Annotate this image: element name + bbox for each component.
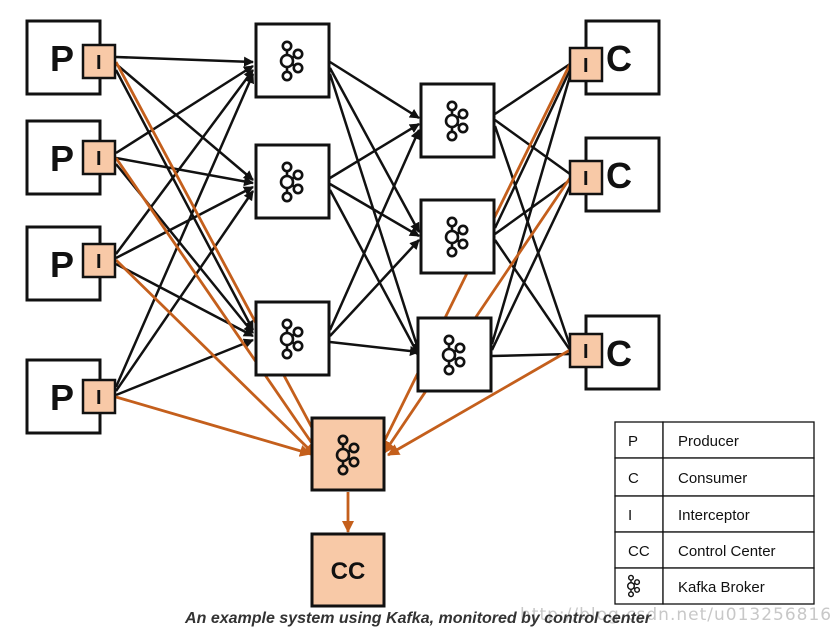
- consumer-1: C I: [568, 19, 661, 96]
- edge-b6-c1: [490, 75, 572, 345]
- legend-key-i: I: [628, 507, 632, 524]
- edge-b4-c1: [494, 62, 571, 116]
- edge-b3-b4: [328, 129, 421, 331]
- diagram-caption: An example system using Kafka, monitored…: [185, 610, 651, 627]
- edge-b1-b6: [328, 73, 422, 353]
- edge-b2-b4: [329, 122, 420, 180]
- consumer-2: C I: [568, 136, 661, 213]
- interceptor-label: I: [96, 387, 102, 409]
- monitor-edge-p3: [115, 259, 316, 456]
- producer-4: P I: [25, 358, 117, 435]
- edge-b3-b6: [329, 340, 420, 356]
- broker-tier1-1: [254, 22, 331, 99]
- producer-label: P: [50, 138, 74, 179]
- consumer-label: C: [606, 155, 632, 196]
- edge-p1-b3: [114, 69, 255, 331]
- control-center: CC: [310, 532, 386, 608]
- legend-desc-kafka-broker: Kafka Broker: [678, 579, 765, 596]
- broker-tier2-2: [419, 198, 496, 275]
- legend-key-c: C: [628, 470, 639, 487]
- edge-b5-c1: [493, 69, 572, 229]
- edge-p3-b1: [114, 69, 255, 255]
- monitor-edge-c3: [387, 348, 571, 457]
- broker-tier2-3: [416, 316, 493, 393]
- consumer-label: C: [606, 333, 632, 374]
- edge-b3-b5: [329, 239, 420, 337]
- interceptor-box: [81, 378, 117, 415]
- producer-1: P I: [25, 19, 117, 96]
- edge-p2-b1: [115, 64, 254, 155]
- legend-desc-control-center: Control Center: [678, 543, 776, 560]
- legend-key-p: P: [628, 433, 638, 450]
- interceptor-label: I: [96, 148, 102, 170]
- monitoring-broker: [310, 416, 386, 492]
- edge-b2-b5: [329, 182, 420, 238]
- edge-b4-c3: [493, 125, 572, 347]
- legend-key-cc: CC: [628, 543, 650, 560]
- producer-label: P: [50, 38, 74, 79]
- edge-p1-b1: [115, 55, 254, 67]
- edge-b5-c3: [493, 239, 572, 351]
- producer-3: P I: [25, 225, 117, 302]
- interceptor-label: I: [96, 251, 102, 273]
- interceptor-box: [568, 159, 604, 196]
- broker-tier2-1: [419, 82, 496, 159]
- consumer-label: C: [606, 38, 632, 79]
- producer-label: P: [50, 377, 74, 418]
- interceptor-label: I: [583, 341, 589, 363]
- control-center-label: CC: [331, 558, 366, 585]
- interceptor-box: [81, 242, 117, 279]
- edge-p4-b3: [115, 338, 254, 397]
- legend-desc-producer: Producer: [678, 433, 739, 450]
- edge-b6-c3: [491, 352, 571, 358]
- interceptor-box: [81, 139, 117, 176]
- watermark: http://blog.csdn.net/u013256816: [520, 605, 833, 625]
- edge-b2-b6: [328, 189, 421, 357]
- broker-tier1-3: [254, 300, 331, 377]
- edge-p3-b2: [115, 185, 254, 260]
- legend: P Producer C Consumer I Interceptor CC C…: [614, 421, 815, 605]
- edge-p1-b2: [115, 63, 254, 181]
- legend-desc-interceptor: Interceptor: [678, 507, 750, 524]
- interceptor-label: I: [583, 168, 589, 190]
- monitor-edge-c2: [382, 177, 572, 454]
- legend-desc-consumer: Consumer: [678, 470, 747, 487]
- monitor-edge-p1: [114, 61, 327, 453]
- broker-to-broker-edges: [328, 60, 422, 357]
- edge-b1-b4: [329, 60, 420, 120]
- producer-to-broker-edges: [114, 55, 255, 397]
- producer-label: P: [50, 244, 74, 285]
- interceptor-box: [568, 46, 604, 83]
- interceptor-label: I: [583, 55, 589, 77]
- monitor-edge-p4: [115, 395, 312, 457]
- monitor-edge-p2: [114, 157, 322, 456]
- producer-2: P I: [25, 119, 117, 196]
- edge-p2-b2: [115, 156, 254, 187]
- edge-p4-b1: [114, 73, 255, 388]
- interceptor-label: I: [96, 52, 102, 74]
- broker-to-consumer-edges: [490, 62, 572, 358]
- edge-p4-b2: [114, 190, 255, 392]
- edge-b6-c2: [490, 185, 572, 351]
- broker-tier1-2: [254, 143, 331, 220]
- interceptor-box: [81, 43, 117, 80]
- interceptor-box: [568, 332, 604, 369]
- consumer-3: C I: [568, 314, 661, 391]
